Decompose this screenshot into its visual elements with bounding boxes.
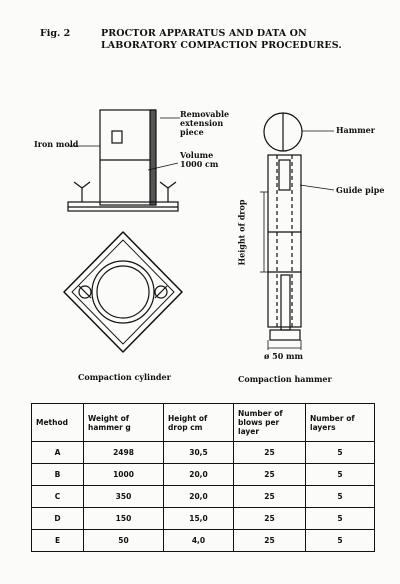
hammer-rod [280, 274, 291, 331]
plan-view-bolt-right [154, 285, 168, 299]
compaction-data-table: Method Weight of hammer g Height of drop… [31, 403, 375, 552]
table-header-row: Method Weight of hammer g Height of drop… [31, 403, 375, 442]
cell-blows: 25 [233, 441, 306, 464]
table-row: D 150 15,0 25 5 [31, 507, 375, 530]
cell-blows: 25 [233, 507, 306, 530]
plan-view-inner-edge [71, 239, 175, 345]
wing-nut-left [73, 181, 91, 202]
header-method: Method [31, 403, 84, 442]
cell-layers: 5 [305, 441, 375, 464]
caption-compaction-hammer: Compaction hammer [238, 374, 332, 384]
compaction-cylinder-drawing [63, 109, 183, 353]
cell-blows: 25 [233, 529, 306, 552]
figure-number: Fig. 2 [40, 28, 71, 39]
cell-weight: 2498 [83, 441, 164, 464]
plan-view-base [63, 231, 183, 353]
cell-weight: 1000 [83, 463, 164, 486]
label-volume: Volume 1000 cm [180, 150, 219, 169]
label-guide-pipe: Guide pipe [336, 185, 385, 195]
figure-title: PROCTOR APPARATUS AND DATA ON LABORATORY… [101, 28, 342, 51]
cell-weight: 150 [83, 507, 164, 530]
header-layers: Number of layers [305, 403, 375, 442]
label-diameter: ø 50 mm [264, 351, 303, 361]
header-blows: Number of blows per layer [233, 403, 306, 442]
cell-weight: 50 [83, 529, 164, 552]
cell-height: 4,0 [163, 529, 234, 552]
apparatus-drawing [63, 109, 335, 353]
guide-pipe [267, 154, 302, 328]
plan-view-mold-outer [91, 260, 155, 324]
table-row: B 1000 20,0 25 5 [31, 463, 375, 486]
header-weight: Weight of hammer g [83, 403, 164, 442]
cell-layers: 5 [305, 529, 375, 552]
cell-blows: 25 [233, 485, 306, 508]
cell-method: E [31, 529, 84, 552]
mold-latch [111, 130, 123, 144]
cell-blows: 25 [233, 463, 306, 486]
label-height-of-drop: Height of drop [236, 199, 247, 266]
table-row: A 2498 30,5 25 5 [31, 441, 375, 464]
compaction-hammer-drawing [260, 112, 303, 350]
hammer-foot [269, 329, 301, 341]
cell-height: 20,0 [163, 485, 234, 508]
plan-view-mold-inner [96, 265, 150, 319]
cell-height: 15,0 [163, 507, 234, 530]
hammer-handle-top [278, 159, 291, 191]
extension-wall [149, 109, 157, 206]
cell-method: A [31, 441, 84, 464]
cell-height: 30,5 [163, 441, 234, 464]
table-row: E 50 4,0 25 5 [31, 529, 375, 552]
cell-layers: 5 [305, 485, 375, 508]
cell-layers: 5 [305, 507, 375, 530]
caption-compaction-cylinder: Compaction cylinder [78, 372, 171, 382]
cell-method: C [31, 485, 84, 508]
cell-method: B [31, 463, 84, 486]
label-iron-mold: Iron mold [34, 139, 79, 149]
cell-layers: 5 [305, 463, 375, 486]
wing-nut-right [159, 181, 177, 202]
iron-mold-body [99, 109, 156, 206]
cell-height: 20,0 [163, 463, 234, 486]
label-removable-extension: Removable extension piece [180, 109, 230, 137]
plan-view-bolt-left [78, 285, 92, 299]
header-height: Height of drop cm [163, 403, 234, 442]
cell-method: D [31, 507, 84, 530]
label-hammer: Hammer [336, 125, 375, 135]
table-row: C 350 20,0 25 5 [31, 485, 375, 508]
cell-weight: 350 [83, 485, 164, 508]
